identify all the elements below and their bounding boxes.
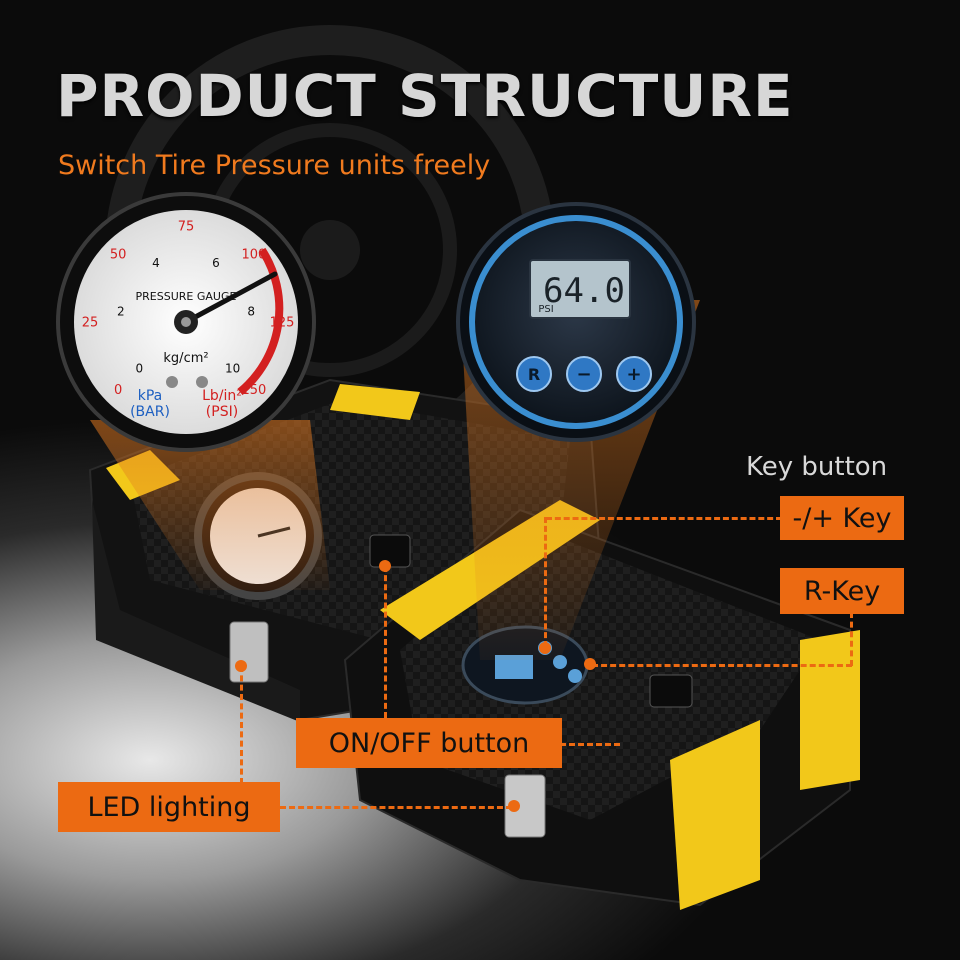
gauge-kg-tick: 10 (225, 362, 240, 376)
gauge-title: PRESSURE GAUGE (136, 290, 237, 303)
left-led-lamp (229, 621, 269, 683)
gauge-unit-bar: (BAR) (130, 404, 170, 420)
gauge-kg-tick: 6 (212, 256, 220, 270)
plus-minus-key-label: -/+ Key (780, 496, 904, 540)
page-title: PRODUCT STRUCTURE (56, 62, 794, 130)
r-key-label: R-Key (780, 568, 904, 614)
on-off-button-label: ON/OFF button (296, 718, 562, 768)
gauge-kg-tick: 2 (117, 305, 125, 319)
r-key-leader-v (850, 612, 853, 666)
gauge-psi-tick: 25 (82, 315, 99, 330)
gauge-psi-tick: 75 (178, 219, 195, 234)
gauge-psi-tick: 50 (110, 248, 127, 263)
gauge-kg-tick: 8 (247, 305, 255, 319)
lcd-screen (529, 259, 631, 319)
gauge-psi-tick: 0 (114, 383, 122, 398)
gauge-unit-lb: Lb/in² (202, 388, 242, 404)
analog-gauge-beam (90, 420, 330, 590)
plus-minus-key-leader-v (544, 517, 547, 647)
on-off-dot (379, 560, 391, 572)
on-off-leader-v (384, 566, 387, 718)
gauge-needle (183, 271, 278, 325)
digital-pressure-gauge: 64.0 PSI R − + (456, 202, 696, 442)
page-subtitle: Switch Tire Pressure units freely (58, 150, 491, 181)
r-key-dot (584, 658, 596, 670)
gauge-psi-tick: 125 (270, 315, 295, 330)
gauge-psi-tick: 100 (241, 248, 266, 263)
gauge-unit-kpa: kPa (138, 388, 163, 404)
led-leader-v-left (240, 666, 243, 784)
gauge-unit-kg: kg/cm² (163, 351, 208, 366)
led-lighting-label: LED lighting (58, 782, 280, 832)
gauge-psi-tick: 150 (241, 383, 266, 398)
gauge-kg-tick: 0 (135, 362, 143, 376)
digital-minus-button-label: − (576, 364, 591, 385)
plus-minus-key-dot (539, 642, 551, 654)
on-off-leader-h (560, 743, 620, 746)
digital-minus-button[interactable]: − (566, 356, 602, 392)
r-key-leader-h (592, 664, 852, 667)
digital-plus-button-label: + (626, 364, 641, 385)
digital-plus-button[interactable]: + (616, 356, 652, 392)
right-power-switch (649, 674, 693, 708)
lcd-unit: PSI (538, 304, 553, 315)
gauge-unit-psi: (PSI) (206, 404, 238, 420)
key-button-heading: Key button (746, 452, 888, 482)
led-right-dot (508, 800, 520, 812)
led-leader-h (280, 806, 512, 809)
plus-minus-key-leader-h (546, 517, 782, 520)
digital-r-button-label: R (528, 365, 540, 384)
digital-r-button[interactable]: R (516, 356, 552, 392)
lcd-reading: 64.0 (543, 271, 625, 311)
gauge-kg-tick: 4 (152, 256, 160, 270)
led-left-dot (235, 660, 247, 672)
